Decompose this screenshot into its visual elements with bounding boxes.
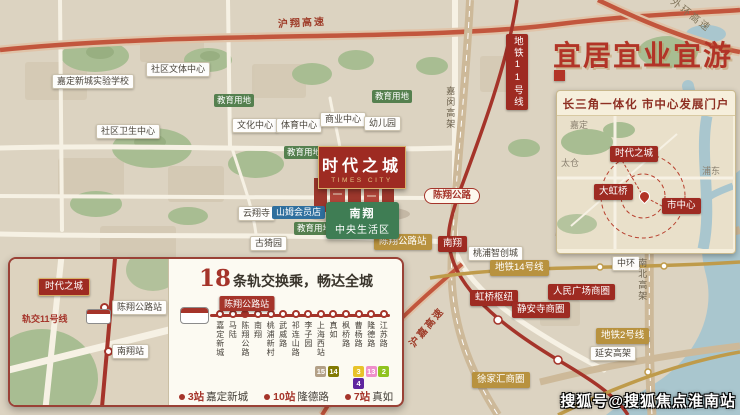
transfer-line-badge: 2 — [378, 366, 390, 377]
central-living-area-badge: 南翔 中央生活区 — [326, 202, 399, 239]
seal-stamp — [554, 70, 565, 81]
inset-map — [557, 116, 733, 249]
map-label: 云翔寺 — [238, 206, 276, 222]
region-inset-card: 长三角一体化 市中心发展门户 — [556, 90, 736, 254]
map-label: 商业中心 — [320, 112, 367, 128]
highlight-station-chip: 陈翔公路站 — [219, 296, 275, 311]
map-label: 市中心 — [662, 198, 701, 214]
map-label: 社区文体中心 — [146, 62, 211, 78]
metro-station: 枫桥路 — [340, 307, 353, 389]
map-label: 陈翔公路站 — [112, 300, 168, 316]
train-icon — [86, 309, 111, 324]
map-label: 地铁11号线 — [506, 34, 528, 110]
map-label: 嘉闵高架 — [445, 86, 456, 130]
transfer-line-badge: 14 — [327, 366, 339, 377]
transfer-line-badge: 4 — [353, 378, 365, 389]
metro-station: 马陆 — [227, 307, 240, 389]
map-label: 社区卫生中心 — [96, 124, 161, 140]
project-label: 时代之城 TIMES CITY — [318, 146, 406, 189]
transfer-line-badge: 3 — [353, 366, 365, 377]
project-name: 时代之城 — [321, 156, 402, 175]
map-label: 南北高架 — [637, 258, 648, 302]
inset-title: 长三角一体化 市中心发展门户 — [557, 91, 735, 116]
map-label: 大虹桥 — [594, 184, 633, 200]
map-label: 徐家汇商圈 — [472, 372, 530, 388]
map-label: 体育中心 — [276, 118, 323, 134]
park-shape — [126, 259, 168, 291]
map-label: 陈翔公路 — [424, 188, 481, 204]
metro-station: 桃浦新村 — [264, 307, 277, 389]
map-label: 浦东 — [702, 166, 721, 176]
metro-station: 祁连山路 — [289, 307, 302, 389]
metro-station: 嘉定新城 — [214, 307, 227, 389]
map-label: 南翔站 — [112, 344, 150, 360]
map-label: 嘉定新城实验学校 — [52, 74, 135, 90]
metro-station: 南翔 — [252, 307, 265, 389]
map-label: 时代之城 — [610, 146, 659, 162]
transit-title-number: 18 — [198, 265, 231, 292]
legend-item: 7站真如 — [344, 389, 393, 404]
map-label: 沪翔高速 — [277, 16, 327, 31]
map-label: 教育用地 — [214, 94, 255, 107]
map-label: 中环 — [612, 256, 641, 272]
legend-item: 10站隆德路 — [264, 389, 329, 404]
map-label: 地铁14号线 — [490, 260, 549, 276]
metro-station: 李子园 — [302, 307, 315, 389]
legend-item: 3站嘉定新城 — [178, 389, 248, 404]
project-name-en: TIMES CITY — [331, 177, 393, 184]
map-label: 轨交11号线 — [22, 314, 68, 324]
map-label: 教育用地 — [294, 222, 335, 235]
watermark: 搜狐号@搜狐焦点淮南站 — [560, 393, 736, 410]
map-label: 延安高架 — [590, 346, 637, 362]
slogan-title: 宜居宜业宜游 — [552, 39, 733, 72]
map-label: 时代之城 — [38, 278, 91, 296]
area-badge-line1: 南翔 — [349, 208, 376, 220]
transfer-line-badge: 13 — [365, 366, 377, 377]
transit-title-text: 条轨交换乘，畅达全城 — [233, 273, 373, 289]
map-label: 嘉定 — [570, 120, 589, 130]
map-label: 地铁2号线 — [596, 328, 650, 344]
area-badge-line2: 中央生活区 — [335, 225, 390, 236]
map-label: 人民广场商圈 — [548, 284, 616, 300]
transit-legend: 3站嘉定新城 10站隆德路 7站真如 — [178, 389, 394, 404]
map-label: 静安寺商圈 — [512, 302, 570, 318]
map-label: 幼儿园 — [364, 116, 402, 132]
map-label: 文化中心 — [232, 118, 279, 134]
map-label: 桃浦智创城 — [468, 246, 524, 262]
map-label: 古猗园 — [250, 236, 288, 252]
train-icon — [180, 307, 209, 324]
metro-rail — [210, 314, 390, 317]
transfer-line-badge: 15 — [315, 366, 327, 377]
metro-line-11 — [98, 259, 118, 405]
map-label: 教育用地 — [372, 90, 413, 103]
map-label: 太仓 — [561, 158, 580, 168]
metro-station: 陈翔公路 — [239, 307, 252, 389]
map-label: 教育用地 — [284, 146, 325, 159]
metro-station: 武威路 — [277, 307, 290, 389]
map-label: 南翔 — [438, 236, 468, 252]
map-label: 虹桥枢纽 — [470, 290, 519, 306]
map-label: 山姆会员店 — [272, 206, 326, 220]
